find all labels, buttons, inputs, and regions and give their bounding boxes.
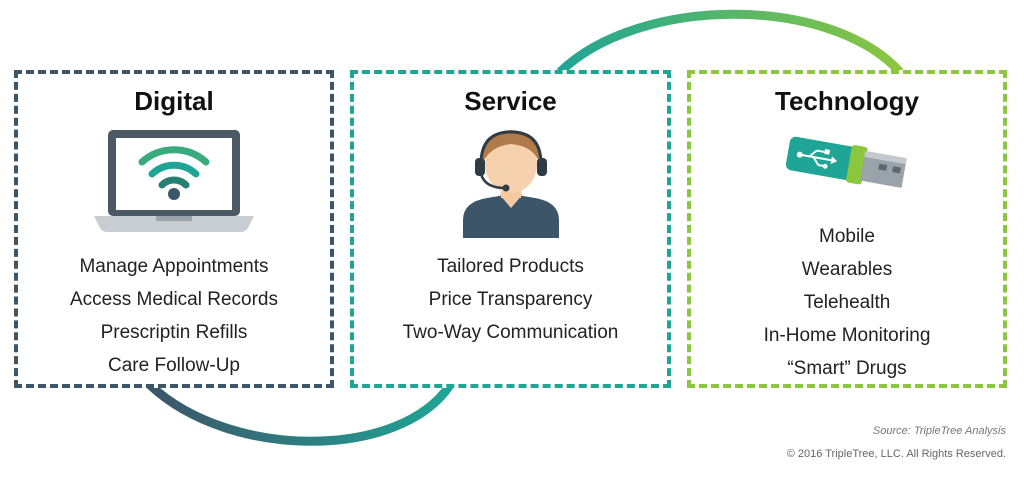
usb-drive-icon bbox=[785, 136, 907, 188]
list-item: Two-Way Communication bbox=[402, 322, 619, 343]
source-note: Source: TripleTree Analysis bbox=[872, 425, 1006, 437]
list-item: Prescriptin Refills bbox=[100, 322, 248, 343]
digital-panel: Digital Manage Appointments Access Medic… bbox=[14, 70, 334, 388]
bottom-arc bbox=[146, 381, 454, 446]
list-item: Wearables bbox=[801, 259, 893, 280]
list-item: Care Follow-Up bbox=[108, 355, 240, 376]
technology-title: Technology bbox=[775, 86, 919, 116]
list-item: Tailored Products bbox=[437, 256, 584, 277]
list-item: Price Transparency bbox=[428, 289, 593, 310]
list-item: Manage Appointments bbox=[79, 256, 269, 277]
list-item: Access Medical Records bbox=[69, 289, 279, 310]
list-item: Telehealth bbox=[803, 292, 891, 313]
list-item: “Smart” Drugs bbox=[787, 358, 907, 379]
copyright-note: © 2016 TripleTree, LLC. All Rights Reser… bbox=[786, 448, 1006, 460]
digital-title: Digital bbox=[134, 86, 214, 116]
laptop-wifi-icon bbox=[94, 130, 254, 232]
list-item: Mobile bbox=[819, 226, 875, 247]
service-items: Tailored Products Price Transparency Two… bbox=[354, 250, 667, 349]
service-title: Service bbox=[464, 86, 557, 116]
technology-panel: Technology Mobile Wearables Telehealth bbox=[687, 70, 1007, 388]
list-item: In-Home Monitoring bbox=[763, 325, 931, 346]
top-arc bbox=[556, 9, 904, 76]
technology-items: Mobile Wearables Telehealth In-Home Moni… bbox=[691, 220, 1003, 385]
support-agent-headset-icon bbox=[462, 130, 559, 238]
digital-items: Manage Appointments Access Medical Recor… bbox=[18, 250, 330, 382]
service-panel: Service Tailored Products Price Transpar… bbox=[350, 70, 671, 388]
